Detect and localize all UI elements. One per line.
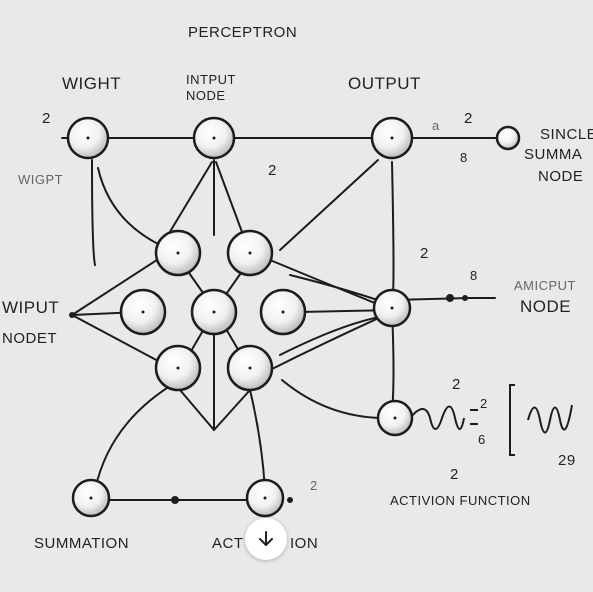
number-bottom-2: 2 — [310, 478, 318, 493]
arrow-down-icon — [259, 531, 273, 546]
label-summation: SUMMATION — [34, 535, 130, 552]
junction-dots — [69, 294, 468, 504]
number-out-8: 8 — [460, 150, 468, 165]
node-centers — [86, 136, 397, 500]
number-act-2b: 2 — [480, 396, 488, 411]
label-single-line2: SUMMA — [524, 146, 583, 163]
label-single-line1: SINCLE — [540, 126, 593, 143]
activation-squiggle — [409, 384, 573, 456]
nodes — [66, 116, 521, 518]
number-left-2: 2 — [42, 110, 51, 127]
number-amic-8: 8 — [470, 268, 478, 283]
number-29: 29 — [558, 452, 576, 469]
number-act-2c: 2 — [450, 466, 459, 483]
download-button[interactable] — [245, 518, 287, 560]
number-center-2: 2 — [268, 162, 277, 179]
label-input-node-line1: INTPUT — [186, 72, 236, 87]
label-wigpt: WIGPT — [18, 172, 64, 187]
diagram-title: PERCEPTRON — [188, 24, 298, 41]
number-act-2a: 2 — [452, 376, 461, 393]
number-mid-2: 2 — [420, 245, 429, 262]
label-action: ACT — [212, 535, 244, 552]
label-input-node-line2: NODE — [186, 88, 226, 103]
label-output-top: OUTPUT — [348, 74, 421, 93]
label-action-tail: ION — [290, 535, 319, 552]
number-act-6: 6 — [478, 432, 486, 447]
single-summation-node — [495, 125, 521, 151]
label-single-line3: NODE — [538, 168, 584, 185]
number-out-2: 2 — [464, 110, 473, 127]
label-wiput: WIPUT — [2, 298, 60, 317]
label-activation-function: ACTIVION FUNCTION — [390, 493, 531, 508]
label-amicput: AMICPUT — [514, 278, 576, 293]
label-nodet: NODET — [2, 330, 57, 347]
label-node-right: NODE — [520, 297, 572, 316]
number-out-a: a — [432, 118, 440, 133]
label-wight: WIGHT — [62, 74, 122, 93]
